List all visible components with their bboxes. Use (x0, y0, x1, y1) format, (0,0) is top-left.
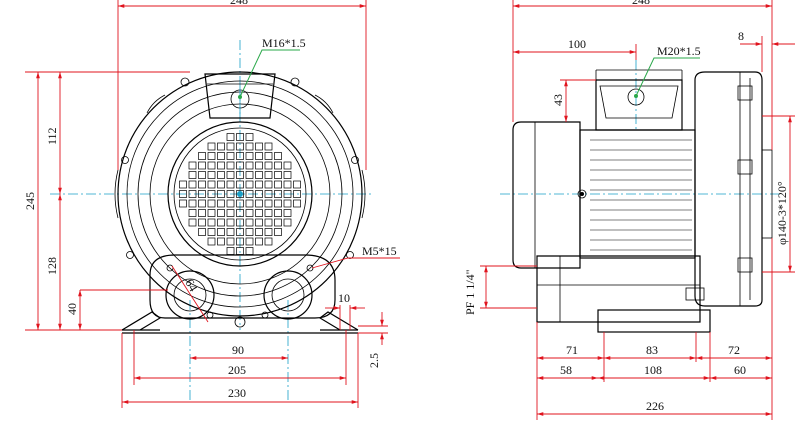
terminal-box (595, 69, 683, 131)
front-dim-205: 205 (228, 363, 246, 377)
side-dim-pf: PF 1 1/4" (463, 269, 477, 315)
side-dim-8: 8 (738, 29, 744, 43)
side-dim-58: 58 (560, 363, 572, 377)
front-view: 248 245 112 128 40 90 205 230 10 (23, 0, 400, 408)
front-dim-230: 230 (228, 386, 246, 400)
side-dim-72: 72 (728, 343, 740, 357)
front-housing (114, 71, 366, 317)
blower-housing (694, 71, 773, 307)
label-m16: M16*1.5 (262, 36, 306, 50)
side-dim-43: 43 (551, 94, 565, 106)
front-dim-245: 245 (23, 192, 37, 210)
motor-fins (590, 139, 692, 251)
side-dim-flange: φ140-3*120° (775, 181, 789, 245)
front-base-foot (121, 311, 359, 334)
motor-body (512, 121, 696, 269)
front-dim-64: 64 (182, 277, 200, 294)
front-dim-128: 128 (45, 257, 59, 275)
front-dim-10: 10 (338, 291, 350, 305)
label-m5: M5*15 (362, 244, 397, 258)
front-dim-2-5: 2.5 (367, 353, 381, 368)
side-dim-60: 60 (734, 363, 746, 377)
side-dim-108: 108 (644, 363, 662, 377)
front-dim-40: 40 (65, 303, 79, 315)
fan-grille (179, 133, 301, 255)
side-dim-83: 83 (646, 343, 658, 357)
front-dim-248: 248 (230, 0, 248, 7)
label-m20: M20*1.5 (657, 44, 701, 58)
side-dim-226: 226 (646, 399, 664, 413)
front-dim-112: 112 (45, 127, 59, 145)
front-top-box (204, 73, 276, 119)
port-box (536, 255, 711, 333)
side-dim-100: 100 (568, 37, 586, 51)
front-dim-90: 90 (232, 343, 244, 357)
side-dim-71: 71 (566, 343, 578, 357)
shaft-center (237, 191, 243, 197)
side-dim-248: 248 (632, 0, 650, 7)
side-view: 248 100 8 43 φ140-3*120° PF 1 1/4" 71 (463, 0, 795, 420)
